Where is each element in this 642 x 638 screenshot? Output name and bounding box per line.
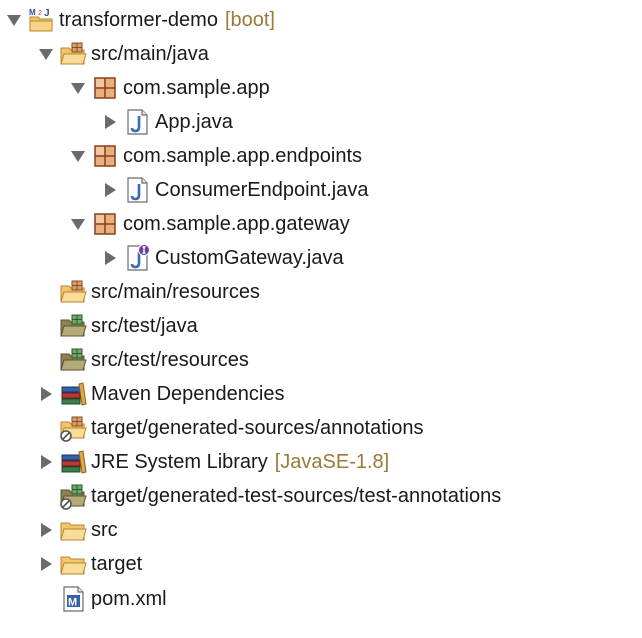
tree-item-label: App.java — [155, 111, 233, 133]
package-icon — [91, 74, 119, 102]
test-source-folder-icon — [59, 346, 87, 374]
tree-spacer — [36, 350, 56, 370]
java-file-icon — [123, 176, 151, 204]
tree-item-label: src/test/resources — [91, 349, 249, 371]
chevron-right-icon[interactable] — [36, 384, 56, 404]
source-folder-icon — [59, 278, 87, 306]
tree-item-label: pom.xml — [91, 588, 167, 610]
tree-item-label: com.sample.app — [123, 77, 270, 99]
tree-item-jre-system-library[interactable]: JRE System Library [JavaSE-1.8] — [36, 447, 389, 477]
tree-item-app-java[interactable]: App.java — [100, 107, 233, 137]
optional-source-folder-icon — [59, 414, 87, 442]
test-source-folder-icon — [59, 312, 87, 340]
svg-text:M: M — [29, 8, 36, 17]
java-interface-file-icon — [123, 244, 151, 272]
tree-item-pom-xml[interactable]: M pom.xml — [36, 584, 167, 614]
svg-text:J: J — [44, 8, 50, 19]
library-icon — [59, 380, 87, 408]
folder-icon — [59, 550, 87, 578]
tree-spacer — [36, 316, 56, 336]
tree-item-generated-sources-annotations[interactable]: target/generated-sources/annotations — [36, 413, 423, 443]
source-folder-icon — [59, 40, 87, 68]
tree-spacer — [36, 486, 56, 506]
project-decoration: [boot] — [224, 9, 275, 31]
tree-item-label: JRE System Library — [91, 451, 268, 473]
package-icon — [91, 142, 119, 170]
tree-item-label: com.sample.app.gateway — [123, 213, 350, 235]
tree-item-custom-gateway-java[interactable]: CustomGateway.java — [100, 243, 344, 273]
tree-item-label: CustomGateway.java — [155, 247, 344, 269]
tree-spacer — [36, 589, 56, 609]
chevron-down-icon[interactable] — [4, 10, 24, 30]
tree-item-label: src/main/resources — [91, 281, 260, 303]
chevron-right-icon[interactable] — [100, 180, 120, 200]
tree-item-label: com.sample.app.endpoints — [123, 145, 363, 167]
tree-item-package-app[interactable]: com.sample.app — [68, 73, 270, 103]
tree-item-label: src/main/java — [91, 43, 209, 65]
tree-item-consumer-endpoint-java[interactable]: ConsumerEndpoint.java — [100, 175, 368, 205]
tree-item-folder-src[interactable]: src — [36, 515, 118, 545]
package-icon — [91, 210, 119, 238]
tree-item-label: Maven Dependencies — [91, 383, 285, 405]
tree-item-maven-dependencies[interactable]: Maven Dependencies — [36, 379, 284, 409]
chevron-right-icon[interactable] — [36, 520, 56, 540]
tree-item-label: target — [91, 553, 143, 575]
chevron-right-icon[interactable] — [36, 452, 56, 472]
jre-decoration: [JavaSE-1.8] — [274, 451, 390, 473]
tree-item-folder-target[interactable]: target — [36, 549, 142, 579]
tree-item-package-endpoints[interactable]: com.sample.app.endpoints — [68, 141, 362, 171]
project-name: transformer-demo — [59, 9, 218, 31]
chevron-right-icon[interactable] — [100, 112, 120, 132]
java-file-icon — [123, 108, 151, 136]
tree-item-src-test-java[interactable]: src/test/java — [36, 311, 198, 341]
tree-item-project[interactable]: M 2 J transformer-demo [boot] — [4, 5, 275, 35]
chevron-down-icon[interactable] — [68, 214, 88, 234]
tree-item-src-main-resources[interactable]: src/main/resources — [36, 277, 260, 307]
tree-item-label: src — [91, 519, 118, 541]
tree-item-label: target/generated-sources/annotations — [91, 417, 424, 439]
chevron-down-icon[interactable] — [68, 78, 88, 98]
chevron-down-icon[interactable] — [68, 146, 88, 166]
tree-item-label: ConsumerEndpoint.java — [155, 179, 369, 201]
chevron-right-icon[interactable] — [36, 554, 56, 574]
maven-pom-file-icon: M — [59, 585, 87, 613]
tree-item-label: target/generated-test-sources/test-annot… — [91, 485, 502, 507]
tree-item-src-main-java[interactable]: src/main/java — [36, 39, 209, 69]
library-icon — [59, 448, 87, 476]
tree-item-package-gateway[interactable]: com.sample.app.gateway — [68, 209, 350, 239]
maven-project-icon: M 2 J — [27, 6, 55, 34]
tree-spacer — [36, 282, 56, 302]
chevron-down-icon[interactable] — [36, 44, 56, 64]
optional-test-source-folder-icon — [59, 482, 87, 510]
tree-item-generated-test-sources[interactable]: target/generated-test-sources/test-annot… — [36, 481, 501, 511]
tree-item-src-test-resources[interactable]: src/test/resources — [36, 345, 249, 375]
folder-icon — [59, 516, 87, 544]
svg-text:M: M — [68, 597, 77, 609]
tree-item-label: src/test/java — [91, 315, 198, 337]
svg-text:2: 2 — [38, 10, 42, 17]
tree-spacer — [36, 418, 56, 438]
chevron-right-icon[interactable] — [100, 248, 120, 268]
